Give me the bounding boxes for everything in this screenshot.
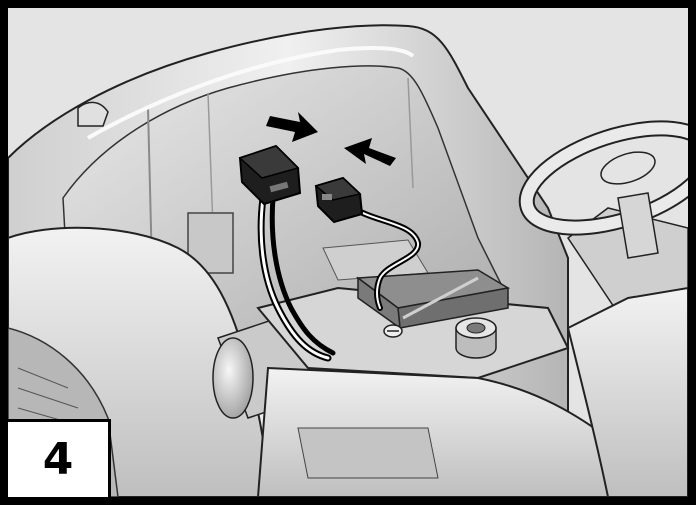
screw [383, 324, 403, 338]
cavity-rib [407, 77, 414, 189]
assembly-illustration [8, 8, 688, 497]
right-body-panel [566, 286, 688, 497]
wiring-harness [257, 194, 421, 362]
mounting-post-right [455, 317, 497, 359]
cowl-highlight [87, 46, 415, 140]
wire-connector-female [238, 144, 302, 206]
step-number-box: 4 [8, 419, 111, 497]
dash-knob [77, 101, 109, 127]
push-connector-left-arrow-icon [344, 138, 396, 166]
push-connector-right-arrow-icon [266, 112, 318, 142]
step-number: 4 [42, 433, 74, 485]
seat-recess [297, 427, 439, 479]
cavity-rib [207, 92, 214, 229]
wire-connector-male [314, 176, 364, 224]
